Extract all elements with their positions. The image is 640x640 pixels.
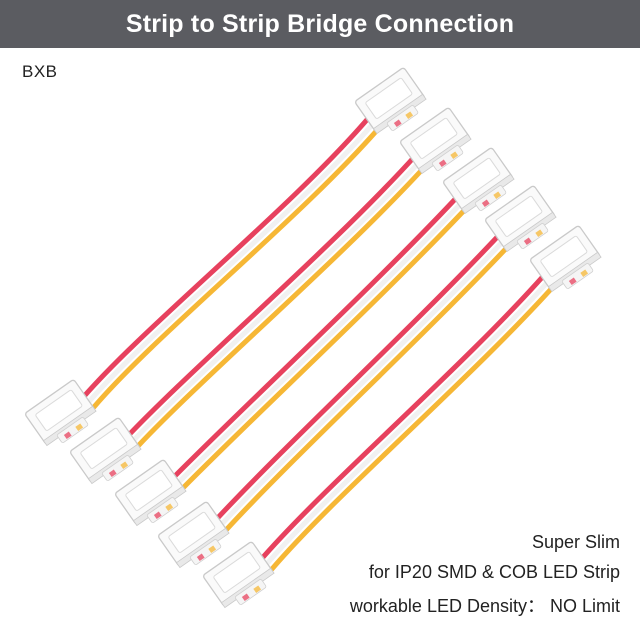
caption-super-slim: Super Slim xyxy=(531,532,620,552)
connector-cable xyxy=(68,106,476,490)
brand-label: BXB xyxy=(22,62,58,81)
page-title: Strip to Strip Bridge Connection xyxy=(0,0,640,48)
bridge-connector-illustration xyxy=(23,66,606,614)
connector-cable xyxy=(113,146,519,532)
connector-cable xyxy=(201,224,606,614)
connector-cable xyxy=(23,66,431,452)
connector-cable xyxy=(156,184,561,574)
caption-led-density: workable LED Density： NO Limit xyxy=(349,596,620,616)
caption-compatibility: for IP20 SMD & COB LED Strip xyxy=(368,562,620,582)
